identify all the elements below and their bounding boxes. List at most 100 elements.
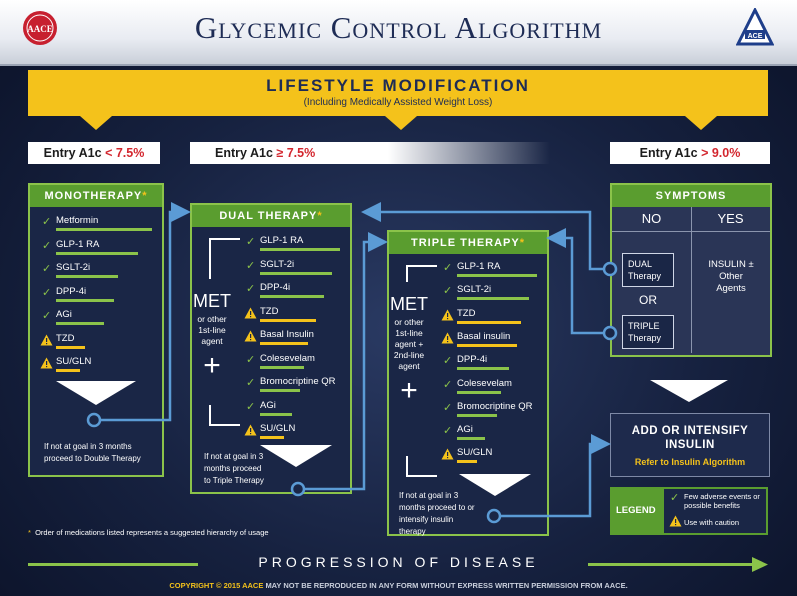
entry-a1c-low: Entry A1c < 7.5% bbox=[28, 142, 160, 164]
medication-name: TZD bbox=[457, 307, 476, 319]
medication-hierarchy-bar bbox=[457, 320, 521, 324]
medication-hierarchy-bar bbox=[56, 275, 118, 278]
check-icon: ✓ bbox=[246, 283, 256, 295]
legend-title: LEGEND bbox=[616, 505, 656, 516]
check-icon: ✓ bbox=[443, 401, 453, 414]
check-icon: ✓ bbox=[42, 263, 52, 275]
symptoms-triple-box: TRIPLE Therapy bbox=[622, 315, 674, 349]
warning-icon bbox=[244, 307, 257, 318]
page-title: Glycemic Control Algorithm bbox=[194, 10, 603, 45]
check-icon: ✓ bbox=[246, 236, 256, 248]
symptoms-header: SYMPTOMS bbox=[612, 185, 770, 207]
copyright: COPYRIGHT © 2015 AACE MAY NOT BE REPRODU… bbox=[0, 581, 797, 590]
medication-hierarchy-bar bbox=[56, 251, 138, 255]
copyright-lead: COPYRIGHT © 2015 AACE bbox=[169, 581, 264, 590]
monotherapy-note: If not at goal in 3 months proceed to Do… bbox=[44, 442, 141, 463]
hierarchy-asterisk: * bbox=[519, 237, 525, 249]
dual-bracket bbox=[209, 238, 240, 426]
progression-label: PROGRESSION OF DISEASE bbox=[258, 554, 539, 570]
warning-icon bbox=[244, 424, 257, 436]
plus-icon: + bbox=[203, 349, 221, 382]
check-icon: ✓ bbox=[246, 259, 256, 272]
medication-name: GLP-1 RA bbox=[56, 238, 100, 250]
entry-label: Entry A1c bbox=[215, 146, 273, 160]
header: AACE Glycemic Control Algorithm ACE bbox=[0, 0, 797, 66]
legend-warn-text: Use with caution bbox=[684, 518, 740, 527]
triple-therapy-header: TRIPLE THERAPY* bbox=[389, 232, 547, 254]
check-icon: ✓ bbox=[42, 286, 52, 299]
met-label: MET bbox=[193, 291, 231, 311]
ace-triangle-logo: ACE bbox=[736, 8, 774, 46]
warning-icon bbox=[40, 334, 53, 345]
medication-hierarchy-bar bbox=[260, 271, 332, 275]
check-icon: ✓ bbox=[246, 353, 256, 366]
check-icon: ✓ bbox=[443, 425, 453, 438]
symptoms-dual-box: DUAL Therapy bbox=[622, 253, 674, 287]
warning-icon bbox=[441, 309, 454, 321]
medication-hierarchy-bar bbox=[260, 389, 300, 392]
medication-hierarchy-bar bbox=[457, 413, 497, 417]
entry-a1c-high: Entry A1c > 9.0% bbox=[610, 142, 770, 164]
symptoms-or: OR bbox=[639, 293, 657, 307]
plus-icon: + bbox=[400, 374, 418, 407]
svg-text:ACE: ACE bbox=[748, 33, 763, 40]
medication-name: SU/GLN bbox=[260, 423, 296, 434]
check-icon: ✓ bbox=[443, 262, 453, 274]
warning-icon bbox=[441, 332, 454, 344]
symptoms-yes: YES bbox=[717, 211, 744, 226]
lifestyle-banner: LIFESTYLE MODIFICATION (Including Medica… bbox=[28, 70, 768, 116]
medication-name: SU/GLN bbox=[56, 356, 92, 367]
medication-hierarchy-bar bbox=[457, 390, 501, 394]
medication-name: DPP-4i bbox=[457, 354, 488, 366]
dual-therapy-title: DUAL THERAPY bbox=[219, 210, 318, 222]
medication-hierarchy-bar bbox=[56, 298, 114, 302]
monotherapy-panel: MONOTHERAPY* ✓Metformin✓GLP-1 RA✓SGLT-2i… bbox=[28, 183, 164, 477]
warning-icon bbox=[441, 448, 454, 460]
check-icon: ✓ bbox=[443, 355, 453, 368]
check-icon: ✓ bbox=[443, 285, 453, 298]
medication-name: DPP-4i bbox=[56, 285, 87, 297]
symptoms-no: NO bbox=[641, 211, 662, 226]
insulin-title: ADD OR INTENSIFY INSULIN bbox=[631, 425, 749, 451]
insulin-box: ADD OR INTENSIFY INSULIN Refer to Insuli… bbox=[610, 413, 770, 477]
entry-threshold: < 7.5% bbox=[105, 146, 145, 160]
medication-hierarchy-bar bbox=[457, 460, 477, 464]
medication-name: TZD bbox=[260, 305, 279, 317]
warning-icon bbox=[40, 357, 53, 369]
check-icon: ✓ bbox=[670, 492, 680, 504]
lifestyle-title: LIFESTYLE MODIFICATION bbox=[266, 76, 530, 95]
medication-name: SGLT-2i bbox=[260, 258, 295, 270]
warning-icon bbox=[669, 515, 682, 527]
svg-text:AACE: AACE bbox=[27, 24, 53, 34]
check-icon: ✓ bbox=[42, 239, 52, 252]
met-label: MET bbox=[390, 294, 428, 314]
progression-arrow bbox=[28, 557, 768, 572]
footnote: * Order of medications listed represents… bbox=[28, 528, 269, 537]
copyright-notice: MAY NOT BE REPRODUCED IN ANY FORM WITHOU… bbox=[265, 581, 628, 590]
medication-name: Bromocriptine QR bbox=[260, 376, 336, 387]
check-icon: ✓ bbox=[42, 310, 52, 322]
dual-met-block: MET or other 1st-line agent + bbox=[192, 291, 232, 381]
medication-hierarchy-bar bbox=[457, 367, 509, 371]
check-icon: ✓ bbox=[246, 400, 256, 413]
medication-name: AGi bbox=[457, 424, 473, 436]
medication-hierarchy-bar bbox=[260, 295, 324, 298]
legend-check-text: Few adverse events or possible benefits bbox=[684, 492, 760, 510]
dual-therapy-note: If not at goal in 3 months proceed to Tr… bbox=[204, 452, 264, 485]
medication-hierarchy-bar bbox=[457, 437, 485, 441]
check-icon: ✓ bbox=[246, 377, 256, 389]
entry-threshold: > 9.0% bbox=[701, 146, 741, 160]
met-sublabel: or other 1st-line agent + 2nd-line agent bbox=[393, 317, 425, 371]
medication-name: SGLT-2i bbox=[457, 284, 492, 296]
check-icon: ✓ bbox=[42, 216, 52, 228]
aace-seal-logo: AACE bbox=[23, 11, 57, 45]
triple-therapy-title: TRIPLE THERAPY bbox=[410, 237, 520, 249]
triple-met-block: MET or other 1st-line agent + 2nd-line a… bbox=[389, 294, 429, 406]
entry-label: Entry A1c bbox=[43, 146, 102, 160]
hierarchy-asterisk: * bbox=[28, 528, 31, 537]
medication-hierarchy-bar bbox=[457, 274, 537, 277]
triple-therapy-panel: TRIPLE THERAPY* MET or other 1st-line ag… bbox=[387, 230, 549, 536]
insulin-algorithm-link[interactable]: Refer to Insulin Algorithm bbox=[634, 457, 746, 467]
medication-hierarchy-bar bbox=[56, 228, 152, 231]
